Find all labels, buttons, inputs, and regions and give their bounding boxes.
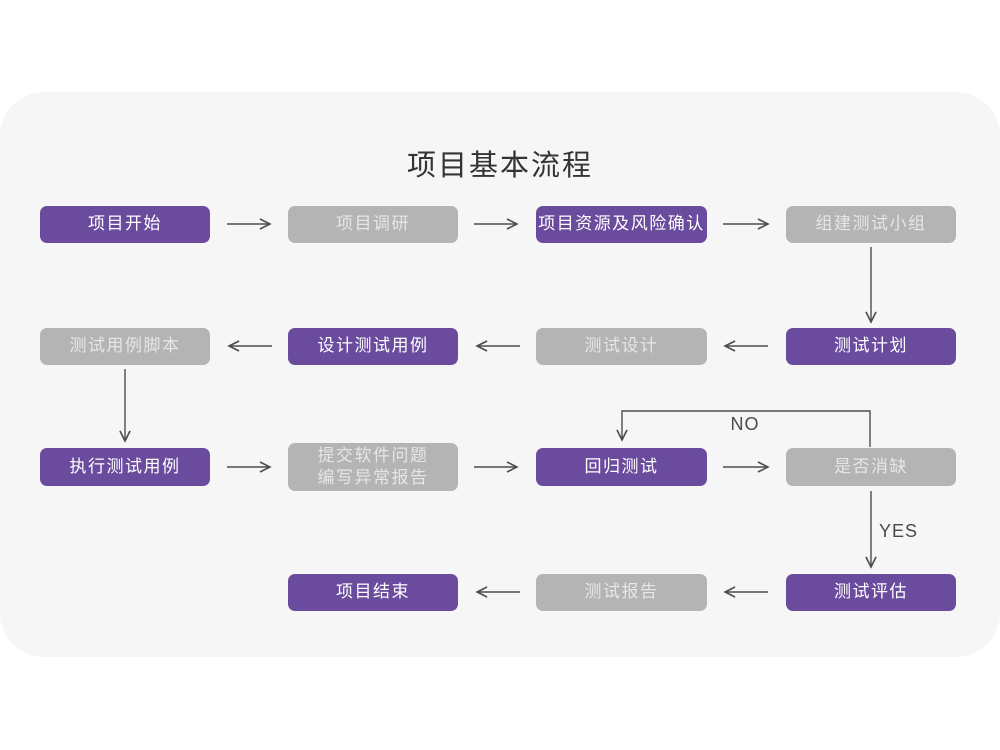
branch-label-yes: YES [879,521,919,541]
node-test-case-script: 测试用例脚本 [40,328,210,365]
node-submit-issues-report: 提交软件问题 编写异常报告 [288,443,458,491]
node-test-report: 测试报告 [536,574,707,611]
page-title: 项目基本流程 [406,150,593,182]
node-design-test-cases: 设计测试用例 [288,328,458,365]
node-build-test-team: 组建测试小组 [786,206,956,243]
node-project-research: 项目调研 [288,206,458,243]
node-project-start: 项目开始 [40,206,210,243]
node-test-plan: 测试计划 [786,328,956,365]
node-regression-test: 回归测试 [536,448,707,486]
branch-label-no: NO [730,414,760,434]
node-project-end: 项目结束 [288,574,458,611]
node-test-design: 测试设计 [536,328,707,365]
node-test-evaluation: 测试评估 [786,574,956,611]
flowchart-panel [0,92,1000,657]
node-execute-test-cases: 执行测试用例 [40,448,210,486]
node-defect-resolved: 是否消缺 [786,448,956,486]
node-resource-risk-confirm: 项目资源及风险确认 [536,206,707,243]
